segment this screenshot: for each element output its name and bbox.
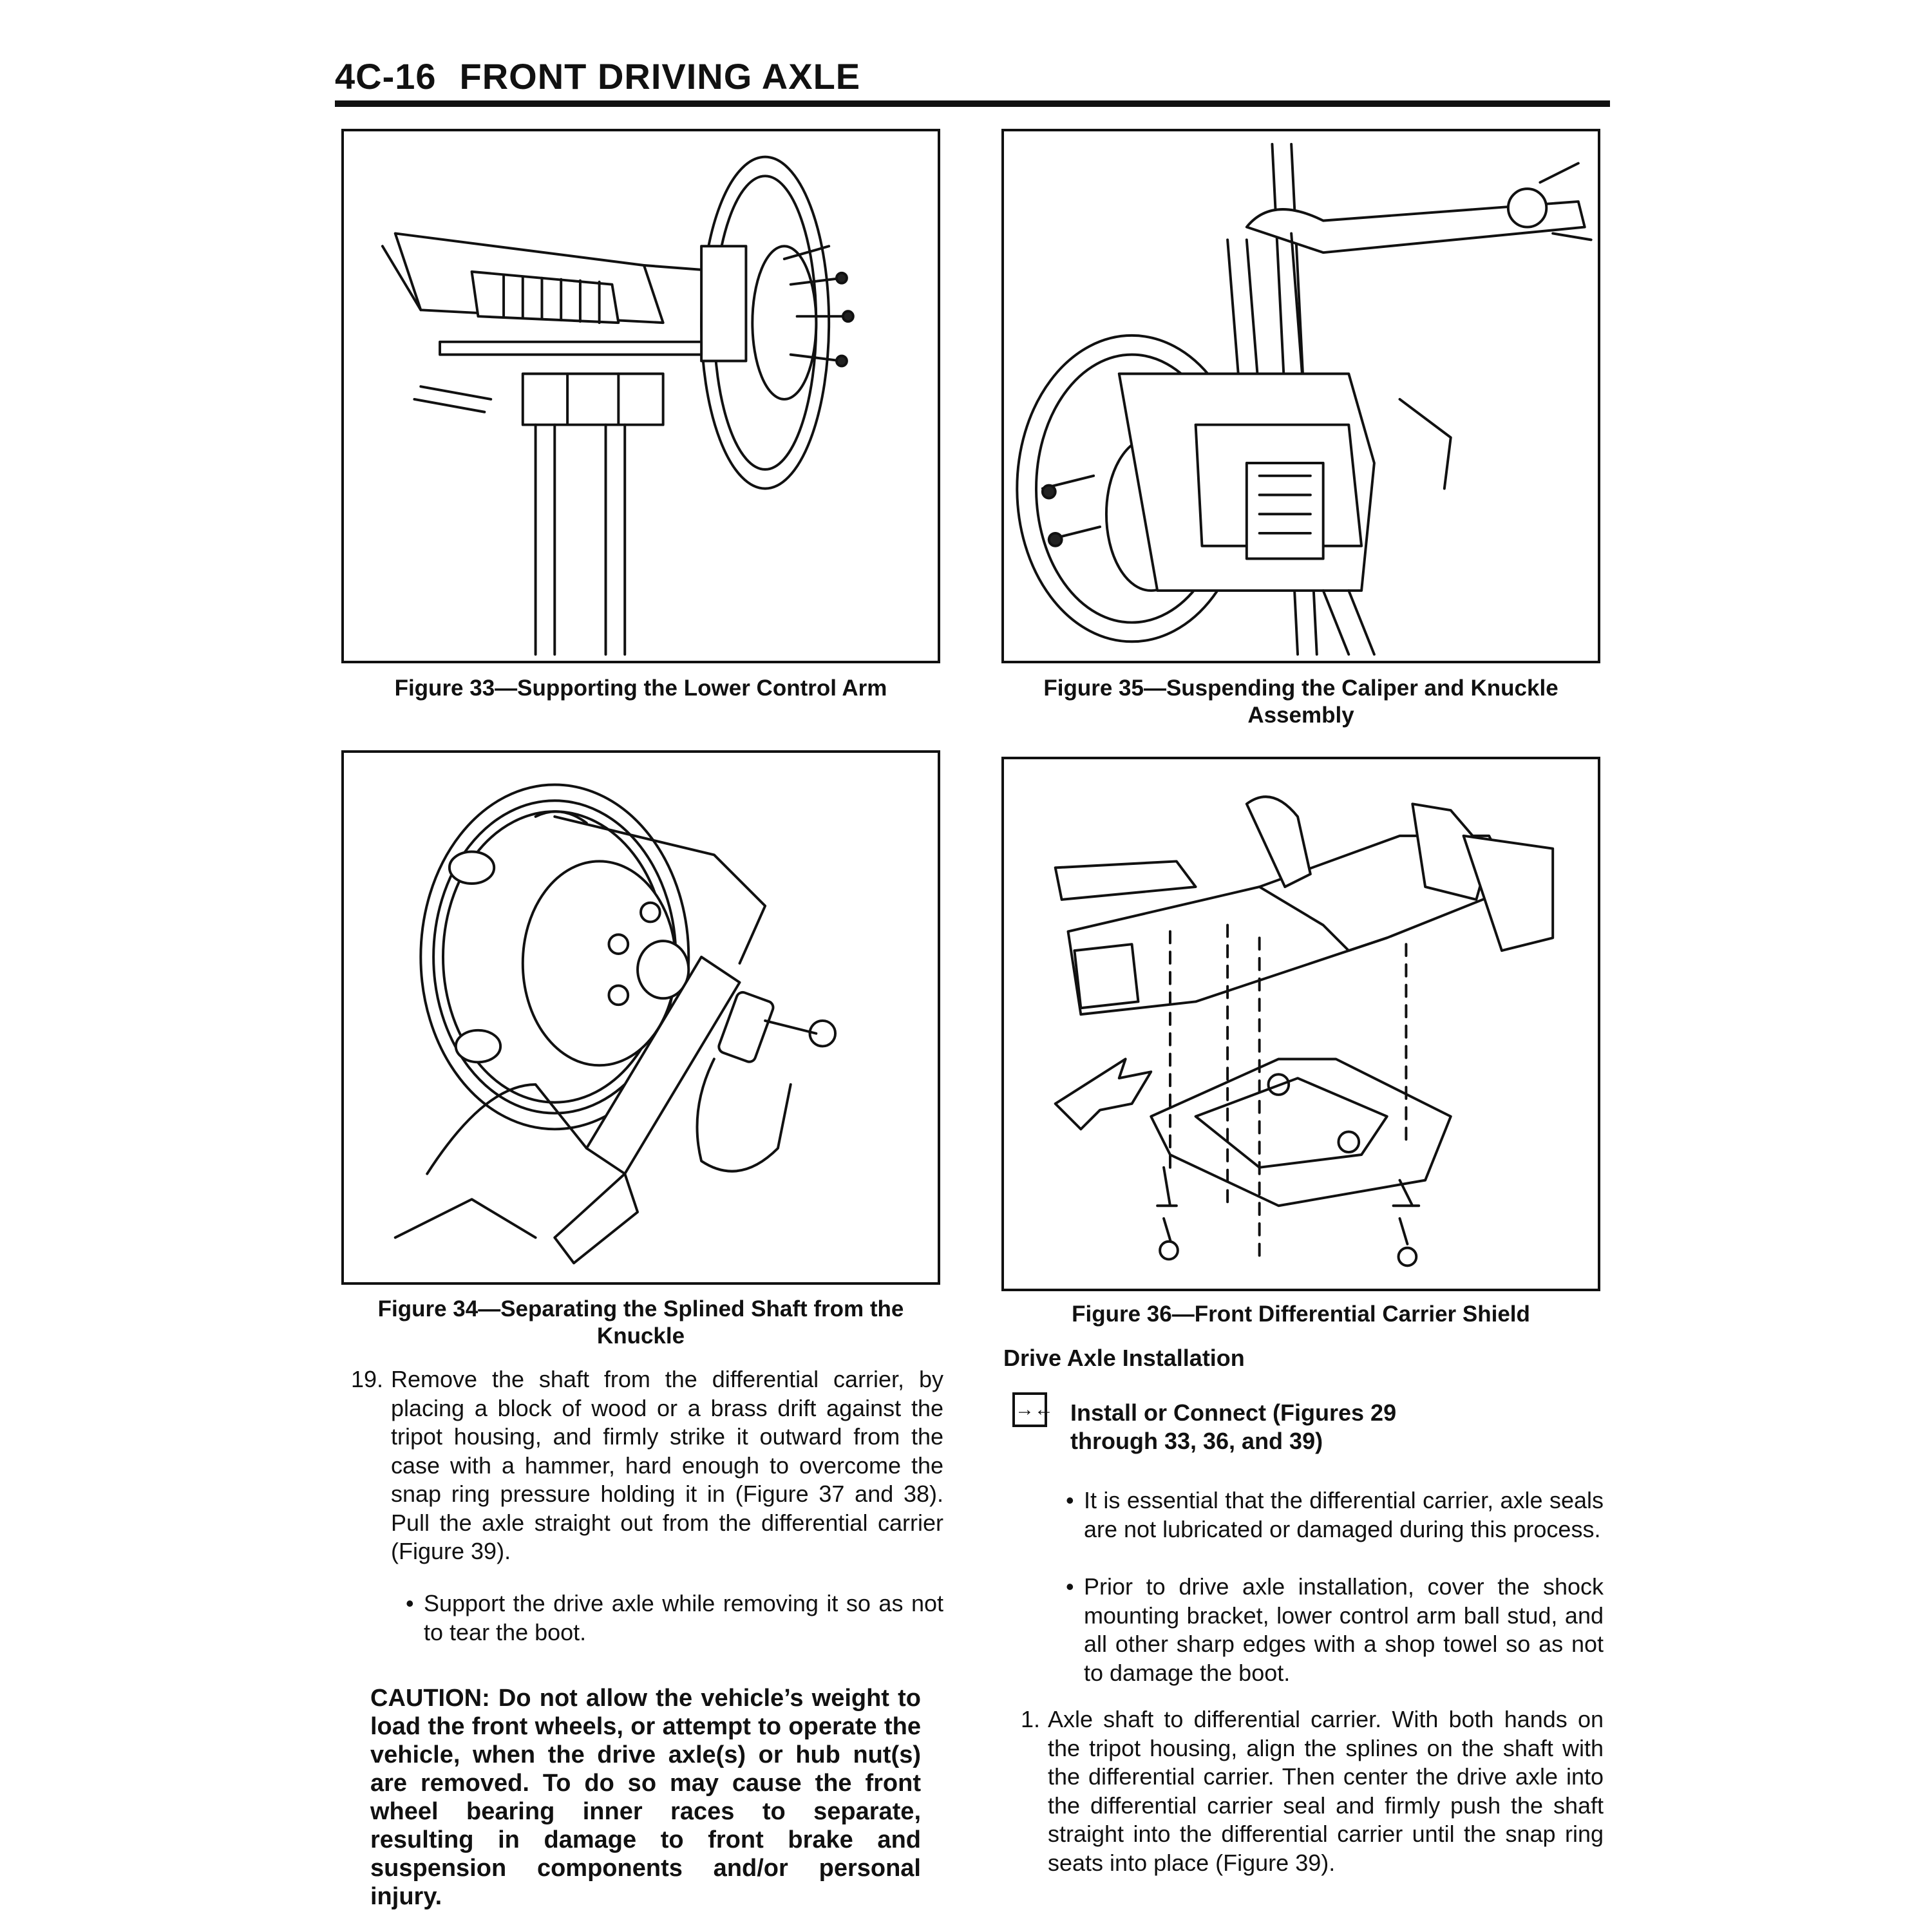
figure-36-caption: Figure 36—Front Differential Carrier Shi… — [1072, 1302, 1530, 1327]
step-19-number: 19. — [351, 1366, 384, 1392]
install-connect-heading-line2: through 33, 36, and 39) — [1070, 1428, 1323, 1454]
figure-33-illustration — [341, 129, 940, 663]
step-1: 1. Axle shaft to differential carrier. W… — [1021, 1705, 1604, 1877]
figure-34-illustration — [341, 750, 940, 1285]
figure-35-caption-line2: Assembly — [1247, 703, 1354, 728]
install-bullet-1-text: It is essential that the differential ca… — [1084, 1487, 1604, 1542]
page-header: 4C-16 FRONT DRIVING AXLE — [335, 55, 860, 97]
step-19-text: Remove the shaft from the differential c… — [391, 1366, 943, 1564]
step-1-text: Axle shaft to differential carrier. With… — [1048, 1706, 1604, 1876]
drive-axle-installation-heading: Drive Axle Installation — [1003, 1345, 1245, 1371]
bullet-dot: • — [1066, 1573, 1074, 1600]
step-19: 19. Remove the shaft from the differenti… — [351, 1365, 943, 1566]
figure-36-illustration — [1001, 757, 1600, 1291]
install-connect-icon: →← — [1012, 1392, 1054, 1427]
bullet-dot: • — [406, 1590, 414, 1616]
install-bullet-2: • Prior to drive axle installation, cove… — [1066, 1573, 1604, 1687]
figure-35-caption-line1: Figure 35—Suspending the Caliper and Knu… — [1043, 676, 1558, 701]
install-bullet-1: • It is essential that the differential … — [1066, 1486, 1604, 1544]
figure-33-caption: Figure 33—Supporting the Lower Control A… — [394, 676, 887, 701]
header-rule — [335, 100, 1610, 107]
figure-34-caption-line1: Figure 34—Separating the Splined Shaft f… — [377, 1296, 904, 1321]
step-1-number: 1. — [1021, 1706, 1041, 1732]
caution-note: CAUTION: Do not allow the vehicle’s weig… — [370, 1685, 921, 1910]
section-number: 4C-16 — [335, 56, 437, 97]
figure-35-caption: Figure 35—Suspending the Caliper and Knu… — [1001, 675, 1600, 729]
step-19-bullet: • Support the drive axle while removing … — [406, 1589, 943, 1647]
install-bullet-2-text: Prior to drive axle installation, cover … — [1084, 1573, 1604, 1686]
figure-35-illustration — [1001, 129, 1600, 663]
install-connect-heading: Install or Connect (Figures 29 through 3… — [1070, 1399, 1396, 1455]
install-connect-heading-line1: Install or Connect (Figures 29 — [1070, 1399, 1397, 1426]
bullet-dot: • — [1066, 1487, 1074, 1513]
section-title: FRONT DRIVING AXLE — [459, 56, 861, 97]
step-19-bullet-text: Support the drive axle while removing it… — [424, 1590, 943, 1645]
figure-34-caption-line2: Knuckle — [596, 1323, 685, 1349]
figure-34-caption: Figure 34—Separating the Splined Shaft f… — [341, 1296, 940, 1350]
